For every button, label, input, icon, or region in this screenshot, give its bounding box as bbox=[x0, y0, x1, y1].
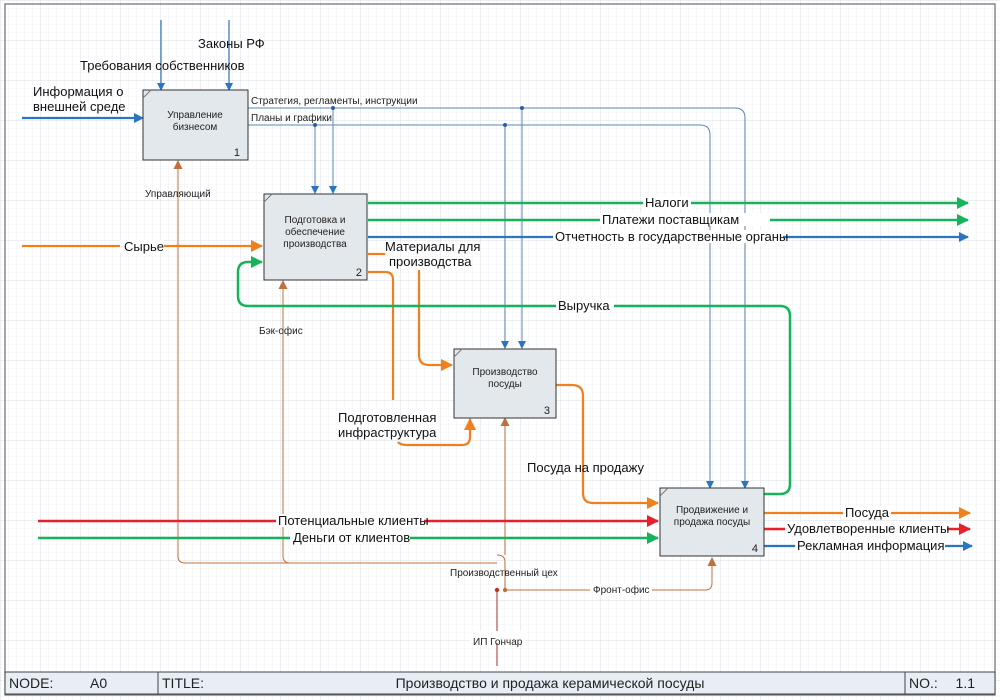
box-2-number: 2 bbox=[356, 267, 362, 279]
diagram-frame bbox=[4, 3, 996, 696]
title-block: NODE: A0 TITLE: Производство и продажа к… bbox=[4, 671, 996, 695]
box-1-label-2: бизнесом bbox=[173, 121, 218, 133]
label-frontoffice: Фронт-офис bbox=[593, 584, 650, 596]
box-2-label-1: Подготовка и bbox=[285, 215, 346, 226]
arrow-infrastructure[interactable] bbox=[368, 270, 470, 447]
label-materials-2: производства bbox=[389, 254, 472, 269]
box-1-number: 1 bbox=[234, 147, 240, 159]
arrow-materials[interactable] bbox=[368, 252, 452, 365]
box-3-number: 3 bbox=[544, 405, 550, 417]
diagram-title: Производство и продажа керамической посу… bbox=[396, 675, 705, 691]
label-reporting: Отчетность в государственные органы bbox=[555, 229, 788, 244]
junction-dot bbox=[520, 106, 524, 110]
junction-dot bbox=[331, 106, 335, 110]
label-plans: Планы и графики bbox=[251, 112, 332, 124]
label-owners: Требования собственников bbox=[80, 58, 245, 73]
label-strategy: Стратегия, регламенты, инструкции bbox=[251, 96, 418, 107]
junction-dot bbox=[313, 123, 317, 127]
box-2-label-2: обеспечение bbox=[285, 226, 345, 238]
label-potential-clients: Потенциальные клиенты bbox=[278, 513, 429, 528]
junction-dot bbox=[502, 587, 508, 593]
arrow-workshop-mechanisms[interactable] bbox=[173, 160, 717, 591]
label-raw: Сырье bbox=[124, 239, 164, 254]
arrow-for-sale[interactable] bbox=[556, 383, 659, 509]
activity-box-4[interactable]: Продвижение и продажа посуды 4 bbox=[659, 487, 765, 557]
number-value: 1.1 bbox=[956, 675, 976, 691]
box-4-number: 4 bbox=[752, 543, 758, 555]
arrow-strategy[interactable] bbox=[248, 107, 749, 489]
box-3-label-1: Производство bbox=[472, 367, 538, 378]
label-out-goods: Посуда bbox=[845, 505, 890, 520]
box-2-label-3: производства bbox=[283, 239, 347, 250]
box-3-label-2: посуды bbox=[488, 379, 522, 390]
box-1-label-1: Управление bbox=[167, 110, 223, 121]
label-out-satisfied: Удовлетворенные клиенты bbox=[787, 521, 949, 536]
junction-dot bbox=[503, 123, 507, 127]
label-manager: Управляющий bbox=[145, 189, 211, 200]
label-info-2: внешней среде bbox=[33, 99, 126, 114]
label-owner: ИП Гончар bbox=[473, 637, 523, 648]
label-materials-1: Материалы для bbox=[385, 239, 480, 254]
label-suppliers: Платежи поставщикам bbox=[602, 212, 739, 227]
node-label: NODE: bbox=[9, 675, 53, 691]
junction-dot bbox=[494, 587, 500, 593]
label-out-ads: Рекламная информация bbox=[797, 538, 945, 553]
activity-box-2[interactable]: Подготовка и обеспечение производства 2 bbox=[263, 193, 368, 281]
node-value: A0 bbox=[90, 675, 107, 691]
box-4-label-1: Продвижение и bbox=[676, 505, 748, 516]
box-4-label-2: продажа посуды bbox=[674, 517, 750, 528]
number-label: NO.: bbox=[909, 675, 938, 691]
label-taxes: Налоги bbox=[645, 195, 689, 210]
label-money: Деньги от клиентов bbox=[293, 530, 410, 545]
arrow-revenue[interactable] bbox=[236, 256, 792, 496]
activity-box-3[interactable]: Производство посуды 3 bbox=[453, 348, 557, 419]
label-workshop: Производственный цех bbox=[450, 568, 558, 579]
label-infrastructure-2: инфраструктура bbox=[338, 425, 437, 440]
label-revenue: Выручка bbox=[558, 298, 610, 313]
title-label: TITLE: bbox=[162, 675, 204, 691]
label-infrastructure-1: Подготовленная bbox=[338, 410, 436, 425]
activity-box-1[interactable]: Управление бизнесом 1 bbox=[142, 89, 249, 161]
label-info-1: Информация о bbox=[33, 84, 123, 99]
label-backoffice: Бэк-офис bbox=[259, 325, 303, 337]
label-for-sale: Посуда на продажу bbox=[527, 460, 644, 475]
label-laws: Законы РФ bbox=[198, 36, 265, 51]
